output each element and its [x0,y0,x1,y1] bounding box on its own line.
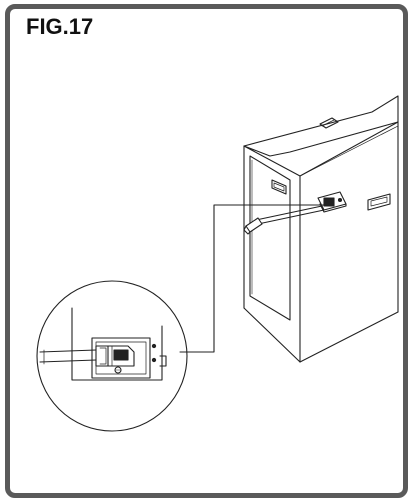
magnified-connector-detail [36,280,188,432]
figure-frame [5,4,408,498]
figure-label: FIG.17 [26,14,94,39]
leader-line [179,204,333,353]
side-handle-right [367,193,391,211]
lid-latch [319,117,339,129]
connector-port [317,191,347,213]
battery-box [243,95,399,363]
power-cable [243,205,325,235]
side-handle-left [271,179,287,195]
